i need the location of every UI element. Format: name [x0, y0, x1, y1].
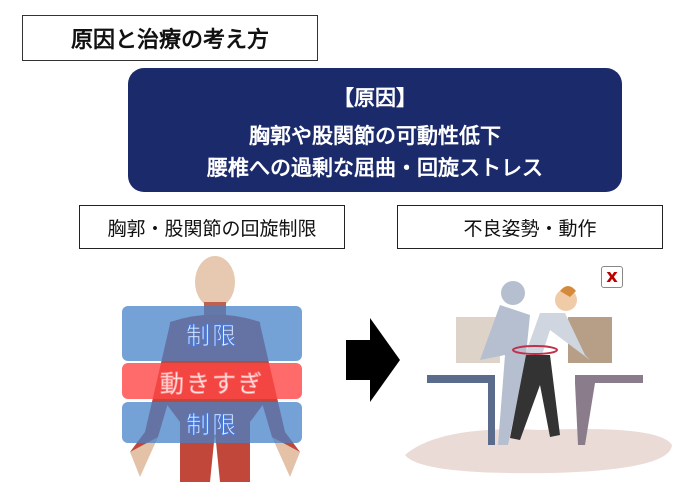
excess-motion-band: 動きすぎ [122, 363, 302, 399]
right-arrow-icon [346, 318, 400, 402]
page-title: 原因と治療の考え方 [22, 15, 318, 61]
limit-band-upper: 制限 [122, 306, 302, 361]
cause-line-2: 腰椎への過剰な屈曲・回旋ストレス [207, 156, 543, 180]
left-label: 胸郭・股関節の回旋制限 [79, 205, 345, 249]
cause-line-1: 胸郭や股関節の可動性低下 [249, 124, 501, 148]
cause-box: 【原因】 胸郭や股関節の可動性低下 腰椎への過剰な屈曲・回旋ストレス [128, 68, 622, 192]
bad-mark-icon: x [601, 266, 623, 288]
limit-band-lower: 制限 [122, 402, 302, 443]
cause-heading: 【原因】 [333, 86, 417, 110]
bad-posture-illustration [405, 281, 672, 474]
right-label: 不良姿勢・動作 [397, 205, 663, 249]
